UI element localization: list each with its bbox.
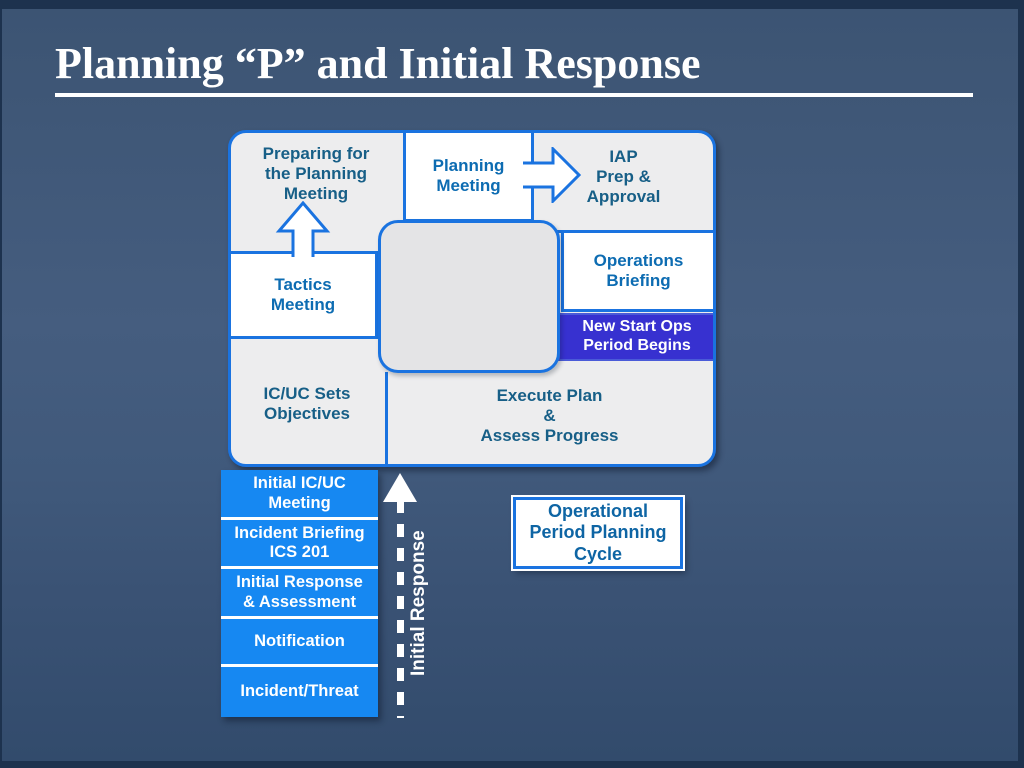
dashed-arrow-line xyxy=(397,500,404,718)
new-start-ops-box: New Start Ops Period Begins xyxy=(558,313,713,361)
initial-icuc-meeting-label: Initial IC/UC Meeting xyxy=(253,474,346,512)
operations-briefing-label: Operations Briefing xyxy=(593,250,684,290)
initial-icuc-meeting-box: Initial IC/UC Meeting xyxy=(221,470,378,517)
notification-box: Notification xyxy=(221,619,378,664)
leg-separator xyxy=(221,616,378,619)
planning-cycle-head: Preparing for the Planning Meeting IAP P… xyxy=(228,130,716,467)
planning-meeting-label: Planning Meeting xyxy=(432,155,505,195)
icuc-sets-objectives-box: IC/UC Sets Objectives xyxy=(231,380,383,428)
right-arrow-icon xyxy=(523,147,581,203)
initial-response-assessment-box: Initial Response & Assessment xyxy=(221,569,378,616)
page-title: Planning “P” and Initial Response xyxy=(55,39,701,88)
title-underline xyxy=(55,93,973,97)
incident-briefing-label: Incident Briefing ICS 201 xyxy=(234,523,365,561)
incident-threat-box: Incident/Threat xyxy=(221,667,378,717)
leg-separator xyxy=(221,517,378,520)
execute-plan-label: Execute Plan & Assess Progress xyxy=(480,385,619,446)
iap-prep-approval-box: IAP Prep & Approval xyxy=(534,141,713,213)
preparing-for-planning-meeting-label: Preparing for the Planning Meeting xyxy=(262,143,370,204)
center-cycle-box xyxy=(378,220,560,373)
tactics-meeting-label: Tactics Meeting xyxy=(270,274,336,314)
execute-plan-box: Execute Plan & Assess Progress xyxy=(389,383,710,449)
incident-briefing-box: Incident Briefing ICS 201 xyxy=(221,520,378,566)
preparing-for-planning-meeting-box: Preparing for the Planning Meeting xyxy=(231,139,401,209)
operations-briefing-box: Operations Briefing xyxy=(561,230,713,312)
iap-prep-approval-label: IAP Prep & Approval xyxy=(586,146,661,207)
notification-label: Notification xyxy=(254,631,345,650)
planning-meeting-box: Planning Meeting xyxy=(403,133,534,222)
incident-threat-label: Incident/Threat xyxy=(240,682,359,701)
leg-separator xyxy=(221,664,378,667)
operational-period-planning-cycle-box: Operational Period Planning Cycle xyxy=(513,497,683,569)
initial-response-axis-label: Initial Response xyxy=(408,530,429,676)
dashed-arrow-head-icon xyxy=(383,473,417,502)
initial-response-leg: Initial IC/UC Meeting Incident Briefing … xyxy=(221,470,378,717)
operational-period-planning-cycle-label: Operational Period Planning Cycle xyxy=(529,501,667,564)
up-arrow-icon xyxy=(275,201,331,257)
icuc-sets-objectives-label: IC/UC Sets Objectives xyxy=(263,383,351,423)
divider-line xyxy=(385,372,388,464)
tactics-meeting-box: Tactics Meeting xyxy=(231,251,378,339)
leg-separator xyxy=(221,566,378,569)
new-start-ops-label: New Start Ops Period Begins xyxy=(582,318,692,354)
initial-response-assessment-label: Initial Response & Assessment xyxy=(236,573,363,611)
